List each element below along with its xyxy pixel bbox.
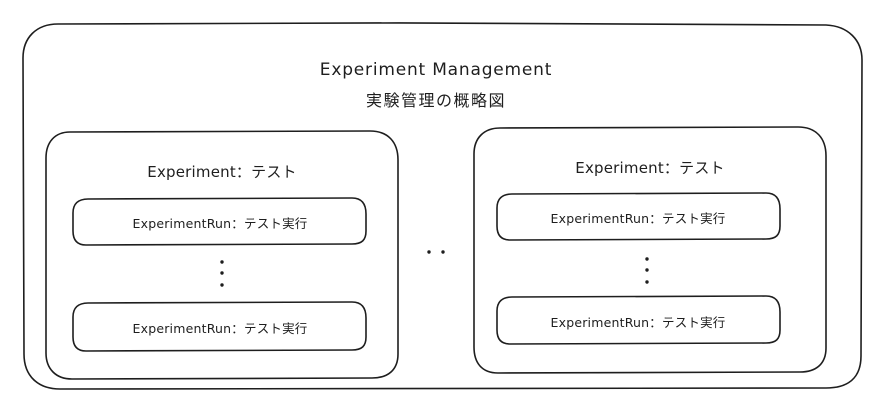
ellipsis-dot	[220, 271, 224, 275]
ellipsis-dot	[220, 283, 224, 287]
experiment-run-label: ExperimentRun：テスト実行	[550, 315, 726, 330]
diagram-subtitle: 実験管理の概略図	[365, 91, 507, 110]
ellipsis-dot	[645, 257, 649, 261]
experiment-label: Experiment：テスト	[147, 163, 297, 181]
ellipsis-dot	[645, 280, 649, 284]
experiment-container-1	[45, 130, 399, 380]
experiment-label: Experiment：テスト	[575, 159, 725, 177]
run-box-2-2	[496, 295, 781, 345]
run-box-2-1	[496, 192, 781, 241]
experiment-run-label: ExperimentRun：テスト実行	[550, 211, 726, 226]
ellipsis-dot	[441, 250, 445, 254]
management-container	[22, 22, 863, 390]
run-box-1-1	[72, 197, 367, 246]
ellipsis-dot	[645, 268, 649, 272]
experiment-container-2	[473, 126, 827, 374]
experiment-run-label: ExperimentRun：テスト実行	[132, 216, 308, 231]
ellipsis-dot	[220, 260, 224, 264]
ellipsis-dot	[427, 250, 431, 254]
run-box-1-2	[72, 301, 367, 352]
experiment-run-label: ExperimentRun：テスト実行	[132, 321, 308, 336]
diagram-title: Experiment Management	[319, 60, 553, 80]
